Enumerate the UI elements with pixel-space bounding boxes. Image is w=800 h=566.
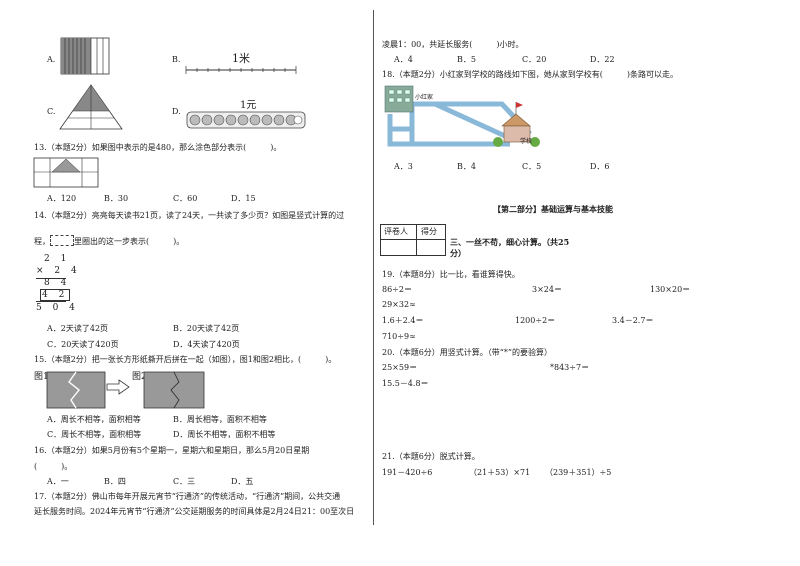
q13-opt-c: C．60 xyxy=(173,194,198,203)
grader-col1: 评卷人 xyxy=(384,227,408,236)
q15-opt-a: A．周长不相等，面积相等 xyxy=(47,415,141,424)
q19-item-1: 86÷2＝ xyxy=(382,285,412,294)
q14-calc-rule1 xyxy=(36,278,66,279)
dashed-box-icon xyxy=(50,235,74,246)
q15-fig1-label: 图1 xyxy=(34,372,49,382)
q18-opt-d: D．6 xyxy=(590,162,610,171)
q14-calc-rule2 xyxy=(36,301,66,302)
q17-cont-text: 凌晨1：00，共延长服务( )小时。 xyxy=(382,40,524,49)
q19-item-5: 1.6＋2.4＝ xyxy=(382,316,424,325)
q14-opt-d: D．4天读了420页 xyxy=(173,340,240,349)
q13-opt-d: D．15 xyxy=(231,194,256,203)
q19-item-7: 3.4－2.7＝ xyxy=(612,316,654,325)
q14-calc-line3: 8 4 xyxy=(44,278,71,288)
section-title: 【第二部分】基础运算与基本技能 xyxy=(493,204,613,214)
q19-item-8: 710÷9≈ xyxy=(382,332,416,341)
q12-opt-c: C. xyxy=(47,107,56,116)
q15-opt-b: B．周长相等，面积不相等 xyxy=(173,415,267,424)
q16-opt-c: C．三 xyxy=(173,477,196,486)
q15-opt-d: D．周长不相等，面积不相等 xyxy=(173,430,276,439)
q19-text: 19.（本题8分）比一比，看谁算得快。 xyxy=(382,270,520,279)
q12-opt-a: A. xyxy=(47,55,56,64)
q17-opt-b: B．5 xyxy=(457,55,476,64)
q18-school-label: 学校 xyxy=(520,138,533,145)
q14-calc-line5: 5 0 4 xyxy=(36,303,79,313)
q13-figure xyxy=(33,157,99,188)
q12-a-striped-rect-figure xyxy=(60,37,110,75)
q12-d-label: 1元 xyxy=(240,100,257,111)
q18-opt-b: B．4 xyxy=(457,162,476,171)
q21-item-1: 191－420÷6 xyxy=(382,468,433,477)
q14-opt-b: B．20天读了42页 xyxy=(173,324,240,333)
q21-item-3: （239＋351）÷5 xyxy=(545,468,612,477)
q14-text-line1: 14.（本题2分）亮亮每天读书21页，读了24天，一共读了多少页？如图是竖式计算… xyxy=(34,211,345,220)
q12-opt-b: B. xyxy=(172,55,181,64)
q17-opt-a: A．4 xyxy=(394,55,413,64)
q18-text: 18.（本题2分）小红家到学校的路线如下图，她从家到学校有( )条路可以走。 xyxy=(382,70,679,79)
q20-item-1: 25×59＝ xyxy=(382,363,418,372)
q18-opt-c: C．5 xyxy=(522,162,542,171)
q18-route-map-figure xyxy=(384,85,540,147)
q16-opt-d: D．五 xyxy=(231,477,254,486)
q21-item-2: （21＋53）×71 xyxy=(469,468,531,477)
q17-text-line1: 17.（本题2分）佛山市每年开展元宵节“行通济”的传统活动，“行通济”期间，公共… xyxy=(34,492,341,501)
q16-opt-a: A．一 xyxy=(47,477,69,486)
q17-opt-c: C．20 xyxy=(522,55,547,64)
q17-text-line2: 延长服务时间。2024年元宵节“行通济”公交延期服务的时间具体是2月24日21：… xyxy=(34,507,355,516)
q17-opt-d: D．22 xyxy=(590,55,615,64)
q19-item-2: 3×24＝ xyxy=(532,285,562,294)
grader-table: 评卷人 得分 xyxy=(380,224,446,256)
column-divider xyxy=(373,10,374,525)
arrow-right-icon xyxy=(106,379,130,395)
grader-col2: 得分 xyxy=(421,227,437,236)
q14-opt-c: C．20天读了420页 xyxy=(47,340,119,349)
q14-opt-a: A．2天读了42页 xyxy=(47,324,109,333)
q16-text-line2: ( )。 xyxy=(34,462,73,471)
q18-home-label: 小红家 xyxy=(415,94,434,101)
q15-fig2-label: 图2 xyxy=(132,372,147,382)
q19-item-4: 29×32≈ xyxy=(382,300,416,309)
q16-opt-b: B．四 xyxy=(104,477,126,486)
q12-opt-d: D. xyxy=(172,107,181,116)
q15-fig1-figure xyxy=(46,371,106,409)
q14-calc-line1: 2 1 xyxy=(44,254,71,264)
q13-opt-a: A．120 xyxy=(47,194,77,203)
q20-item-2: *843÷7＝ xyxy=(550,363,590,372)
q15-opt-c: C．周长不相等，面积相等 xyxy=(47,430,142,439)
q19-item-3: 130×20＝ xyxy=(650,285,691,294)
q18-opt-a: A．3 xyxy=(394,162,413,171)
q16-text-line1: 16.（本题2分）如果5月份有5个星期一，星期六和星期日，那么5月20日星期 xyxy=(34,446,310,455)
q20-text: 20.（本题6分）用竖式计算。（带“*”的要验算） xyxy=(382,348,552,357)
q15-text: 15.（本题2分）把一张长方形纸撕开后拼在一起（如图），图1和图2相比，( )。 xyxy=(34,355,337,364)
q12-c-trapezoid-figure xyxy=(59,84,123,130)
section3-heading-cont: 分） xyxy=(450,248,466,258)
section3-heading: 三、一丝不苟，细心计算。（共25 xyxy=(450,237,570,247)
q14-calc-line2: × 2 4 xyxy=(36,266,81,276)
q14-text-line2: 程，里圈出的这一步表示( )。 xyxy=(34,235,185,246)
q19-item-6: 1200÷2＝ xyxy=(515,316,556,325)
q13-text: 13.（本题2分）如果图中表示的是480，那么涂色部分表示( )。 xyxy=(34,143,282,152)
q14-calc-line4-circled: 4 2 xyxy=(40,289,71,301)
q20-item-3: 15.5－4.8＝ xyxy=(382,379,429,388)
q13-opt-b: B．30 xyxy=(104,194,129,203)
q21-text: 21.（本题6分）脱式计算。 xyxy=(382,452,480,461)
q15-fig2-figure xyxy=(143,371,205,409)
q12-d-coins-figure xyxy=(186,111,306,129)
q12-b-ruler-figure xyxy=(185,66,297,74)
q12-b-label: 1米 xyxy=(232,52,250,65)
